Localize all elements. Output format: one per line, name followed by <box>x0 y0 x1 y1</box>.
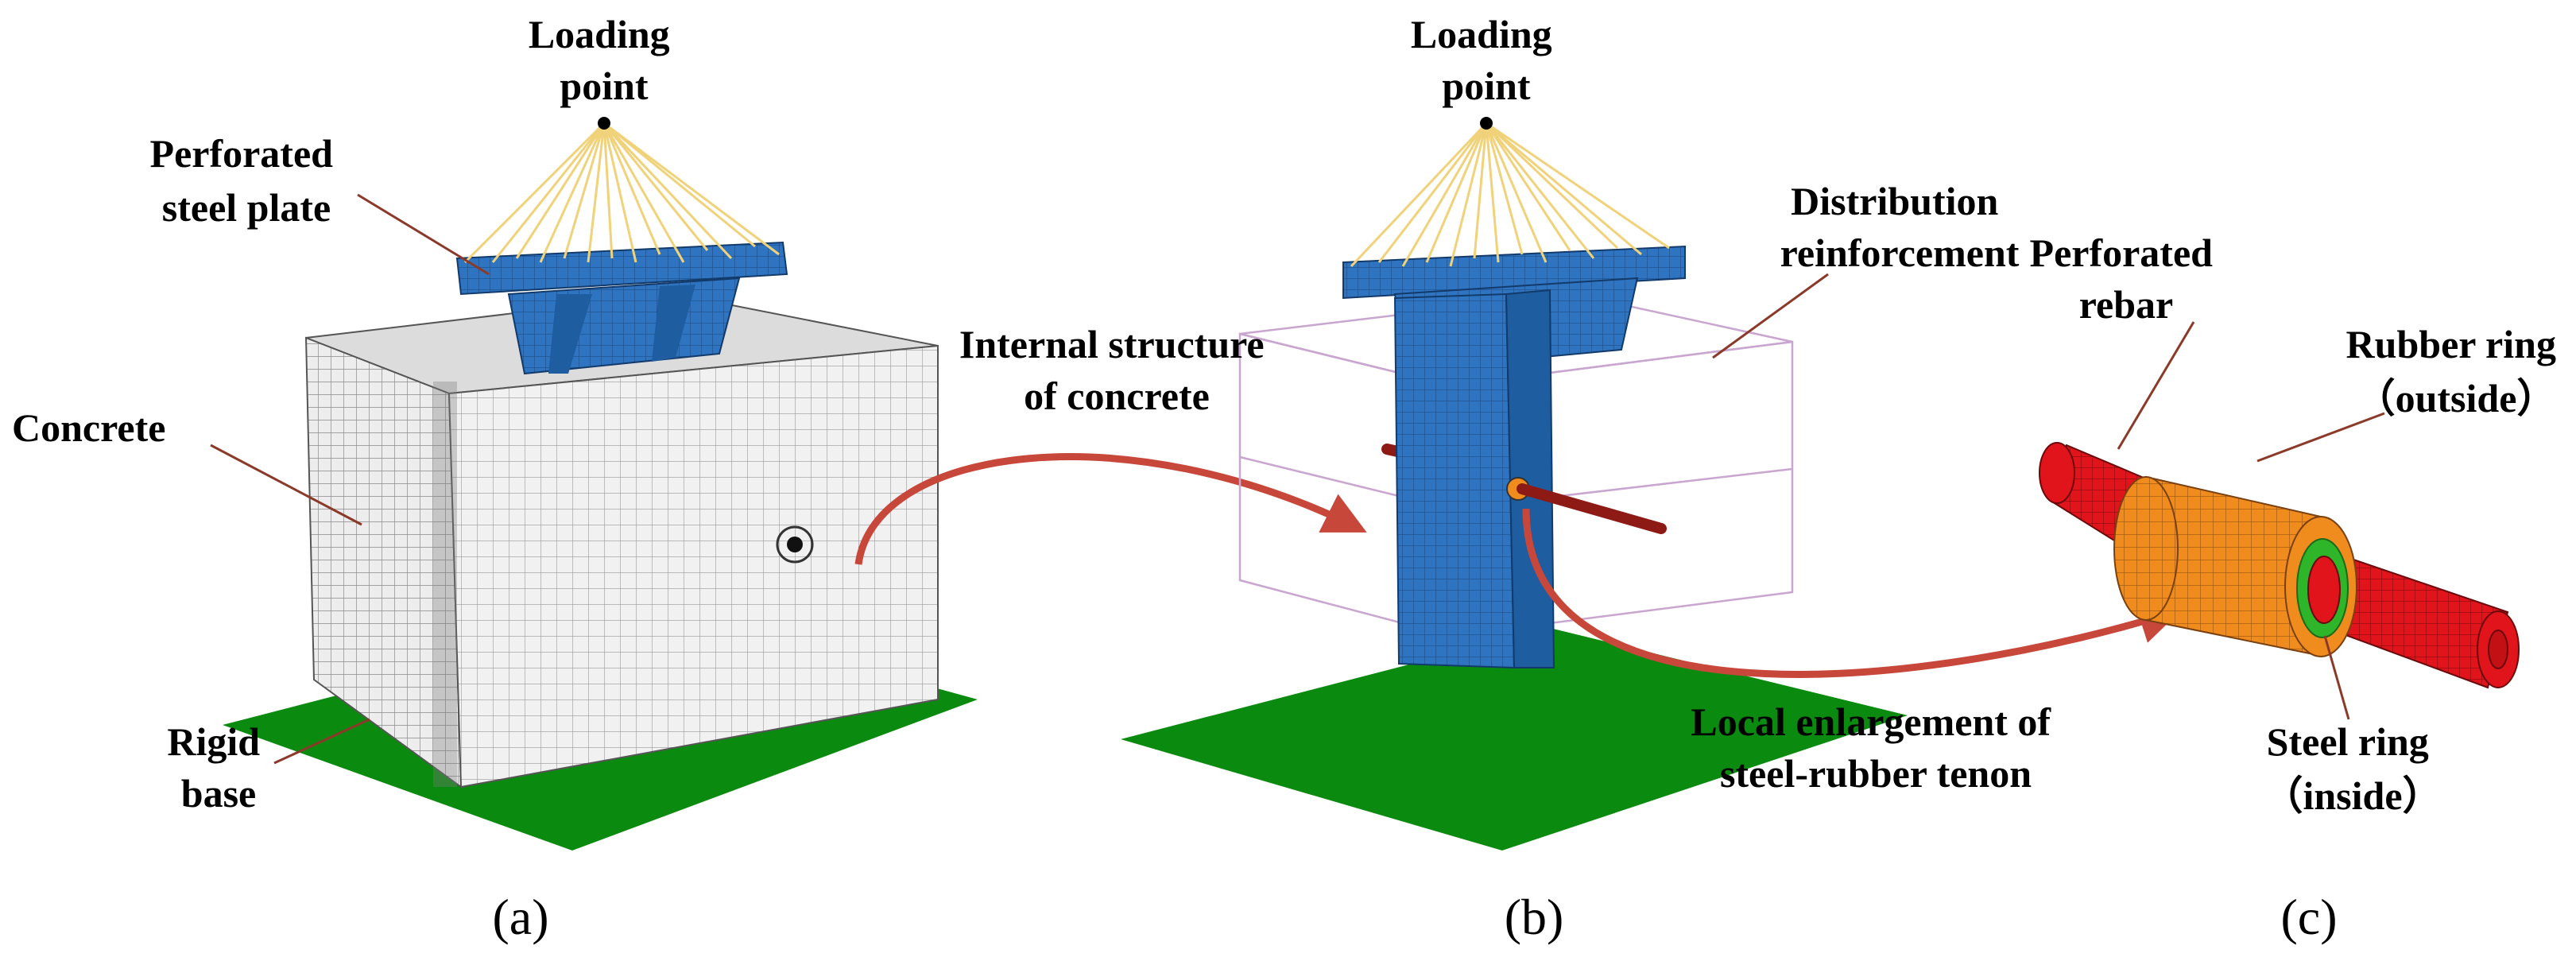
rebar-core-c <box>2307 556 2341 624</box>
perforated-rebar-line1: Perforated <box>2030 231 2214 275</box>
perforated-rebar-b <box>1517 483 1667 534</box>
loading-point-a-line1: Loading <box>529 12 670 56</box>
rigid-base-line1: Rigid <box>167 719 260 764</box>
label-local-enlargement: Local enlargement of steel-rubber tenon <box>1691 699 2060 796</box>
panel-a: Loading point Perforated steel plate Con… <box>12 12 978 945</box>
loading-point-a <box>598 117 610 130</box>
label-rubber-ring: Rubber ring （outside） <box>2346 322 2566 420</box>
leader-distribution-reinforcement <box>1712 273 1829 359</box>
leader-rubber-ring <box>2256 412 2385 463</box>
leader-steel-ring <box>2323 635 2350 720</box>
arrow-a-to-b <box>854 453 1367 565</box>
loading-wires-a <box>463 122 780 264</box>
loading-point-b-line1: Loading <box>1411 12 1552 56</box>
steel-ring-line1: Steel ring <box>2267 719 2429 764</box>
label-internal-structure: Internal structure of concrete <box>959 322 1274 418</box>
caption-c: (c) <box>2280 889 2337 945</box>
rubber-ring-line2: （outside） <box>2356 376 2557 420</box>
label-perforated-steel-plate: Perforated steel plate <box>150 131 343 230</box>
label-distribution-reinforcement: Distribution reinforcement <box>1780 179 2020 275</box>
loading-point-b <box>1480 117 1493 130</box>
panel-b: Loading point Internal structure of conc… <box>959 12 2060 945</box>
rigid-base-line2: base <box>181 771 256 816</box>
label-rigid-base: Rigid base <box>167 719 269 816</box>
perforated-rebar-line2: rebar <box>2079 282 2173 327</box>
loading-point-b-line2: point <box>1442 64 1531 108</box>
concrete-block <box>304 293 939 789</box>
perforated-steel-plate-line1: Perforated <box>150 131 334 176</box>
perforated-steel-plate-b <box>1342 245 1686 669</box>
rubber-ring-line1: Rubber ring <box>2346 322 2556 366</box>
label-concrete: Concrete <box>12 405 165 450</box>
internal-structure-line1: Internal structure <box>959 322 1265 366</box>
leader-rigid-base <box>273 718 370 765</box>
distribution-reinforcement-line1: Distribution <box>1791 179 1998 223</box>
distribution-reinforcement-line2: reinforcement <box>1780 231 2020 275</box>
arrow-b-to-c <box>1522 508 2183 678</box>
label-perforated-rebar: Perforated rebar <box>2030 231 2223 327</box>
rigid-base-b <box>1121 628 1908 851</box>
local-enlargement-line2: steel-rubber tenon <box>1720 751 2032 796</box>
panel-c: Perforated rebar Rubber ring （outside） S… <box>2030 231 2566 945</box>
loading-point-a-line2: point <box>560 64 649 108</box>
leader-concrete <box>210 444 362 526</box>
label-loading-point-b: Loading point <box>1411 12 1562 108</box>
perforated-steel-plate-line2: steel plate <box>162 185 331 230</box>
leader-perforated-steel-plate <box>357 193 490 276</box>
label-loading-point-a: Loading point <box>529 12 680 108</box>
label-steel-ring: Steel ring （inside） <box>2263 719 2442 818</box>
leader-perforated-rebar <box>2117 321 2195 450</box>
steel-ring-line2: （inside） <box>2263 773 2442 818</box>
caption-a: (a) <box>492 889 548 945</box>
internal-structure-line2: of concrete <box>1024 374 1210 418</box>
local-enlargement-line1: Local enlargement of <box>1691 699 2051 744</box>
caption-b: (b) <box>1505 889 1564 945</box>
loading-wires-b <box>1350 122 1670 268</box>
